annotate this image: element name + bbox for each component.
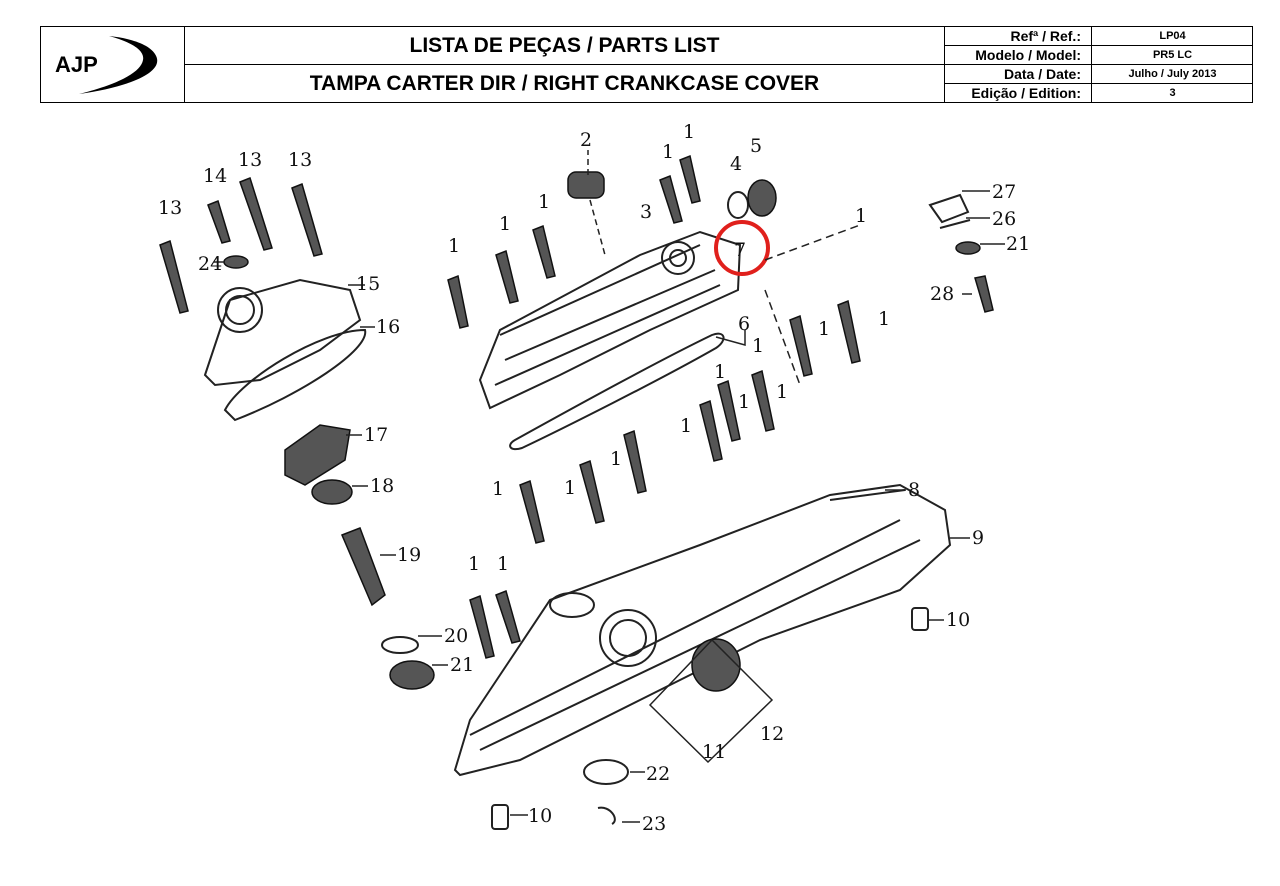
meta-value: Julho / July 2013 (1128, 68, 1217, 80)
callout-1: 1 (855, 205, 867, 227)
cap-part-2 (567, 171, 605, 199)
highlight-circle-part-7 (714, 220, 770, 276)
callout-1: 1 (492, 478, 504, 500)
callout-18: 18 (370, 475, 394, 497)
meta-row-ref: Refª / Ref.: LP04 (945, 27, 1252, 46)
callout-1: 1 (499, 213, 511, 235)
clip-part-23 (597, 806, 616, 825)
callout-28: 28 (930, 283, 954, 305)
callout-4: 4 (730, 153, 742, 175)
callout-21: 21 (1006, 233, 1030, 255)
o-ring-part-4 (727, 191, 749, 219)
callout-11: 11 (702, 741, 726, 763)
outer-cover-part-3 (478, 230, 742, 410)
callout-8: 8 (908, 479, 920, 501)
circlip-part-20 (381, 636, 419, 654)
dowel-part-10-bottom (491, 804, 509, 830)
callout-14: 14 (203, 165, 227, 187)
shaft-part-19 (341, 527, 386, 607)
callout-24: 24 (198, 253, 222, 275)
callout-10: 10 (528, 805, 552, 827)
callout-3: 3 (640, 201, 652, 223)
gasket-part-8 (829, 489, 906, 501)
washer-part-24 (223, 255, 249, 269)
callout-17: 17 (364, 424, 388, 446)
callout-16: 16 (376, 316, 400, 338)
callout-7: 7 (734, 239, 746, 261)
callout-1: 1 (538, 191, 550, 213)
callout-2: 2 (580, 129, 592, 151)
seal-part-22 (583, 759, 629, 785)
bearing-part-21 (389, 660, 435, 690)
callout-1: 1 (878, 308, 890, 330)
callout-1: 1 (448, 235, 460, 257)
callout-6: 6 (738, 313, 750, 335)
meta-label: Edição / Edition: (945, 84, 1092, 102)
bolt-group (159, 154, 994, 659)
seal-part-26 (939, 219, 971, 229)
dowel-part-10-right (911, 607, 929, 631)
meta-row-model: Modelo / Model: PR5 LC (945, 46, 1252, 65)
callout-labels: 1 1 1 1 1 1 1 1 1 1 1 1 1 1 1 1 1 1 2 3 … (158, 121, 1030, 835)
leader-lines (214, 190, 1005, 823)
callout-21: 21 (450, 654, 474, 676)
ajp-logo-swoosh-icon: AJP (55, 36, 158, 94)
gasket-part-6 (509, 332, 725, 451)
callout-27: 27 (992, 181, 1016, 203)
meta-row-edition: Edição / Edition: 3 (945, 84, 1252, 103)
callout-1: 1 (714, 361, 726, 383)
gasket-part-16 (223, 328, 367, 422)
callout-13: 13 (158, 197, 182, 219)
callout-13: 13 (288, 149, 312, 171)
callout-1: 1 (680, 415, 692, 437)
callout-1: 1 (683, 121, 695, 143)
document-meta-table: Refª / Ref.: LP04 Modelo / Model: PR5 LC… (944, 27, 1252, 102)
callout-1: 1 (564, 477, 576, 499)
title-block: LISTA DE PEÇAS / PARTS LIST TAMPA CARTER… (185, 27, 944, 102)
meta-value: 3 (1169, 87, 1176, 99)
meta-value: PR5 LC (1152, 49, 1193, 61)
callout-1: 1 (662, 141, 674, 163)
callout-13: 13 (238, 149, 262, 171)
impeller-part-17 (284, 424, 351, 486)
callout-10: 10 (946, 609, 970, 631)
callout-5: 5 (750, 135, 762, 157)
meta-label: Refª / Ref.: (945, 27, 1092, 45)
plug-part-27 (928, 193, 970, 224)
parts-list-header: AJP LISTA DE PEÇAS / PARTS LIST TAMPA CA… (40, 26, 1253, 103)
callout-1: 1 (818, 318, 830, 340)
callout-20: 20 (444, 625, 468, 647)
callout-12: 12 (760, 723, 784, 745)
logo-text: AJP (55, 52, 98, 77)
callout-1: 1 (610, 448, 622, 470)
callout-9: 9 (972, 527, 984, 549)
callout-26: 26 (992, 208, 1016, 230)
callout-23: 23 (642, 813, 666, 835)
ajp-logo: AJP (41, 27, 185, 102)
plug-part-5 (747, 179, 777, 217)
meta-value: LP04 (1159, 30, 1186, 42)
document-title: LISTA DE PEÇAS / PARTS LIST (185, 27, 944, 65)
crankcase-cover-part-9 (453, 483, 952, 777)
oil-plug-part-11 (691, 638, 741, 692)
callout-1: 1 (468, 553, 480, 575)
callout-22: 22 (646, 763, 670, 785)
callout-1: 1 (752, 335, 764, 357)
callout-19: 19 (397, 544, 421, 566)
callout-15: 15 (356, 273, 380, 295)
document-subtitle: TAMPA CARTER DIR / RIGHT CRANKCASE COVER (309, 71, 820, 95)
washer-part-21-top (955, 241, 981, 255)
callout-1: 1 (776, 381, 788, 403)
callout-1: 1 (738, 391, 750, 413)
water-pump-cover-part-15 (203, 278, 362, 387)
seal-part-18 (311, 479, 353, 505)
meta-label: Modelo / Model: (945, 46, 1092, 64)
callout-1: 1 (497, 553, 509, 575)
meta-label: Data / Date: (945, 65, 1092, 83)
meta-row-date: Data / Date: Julho / July 2013 (945, 65, 1252, 84)
